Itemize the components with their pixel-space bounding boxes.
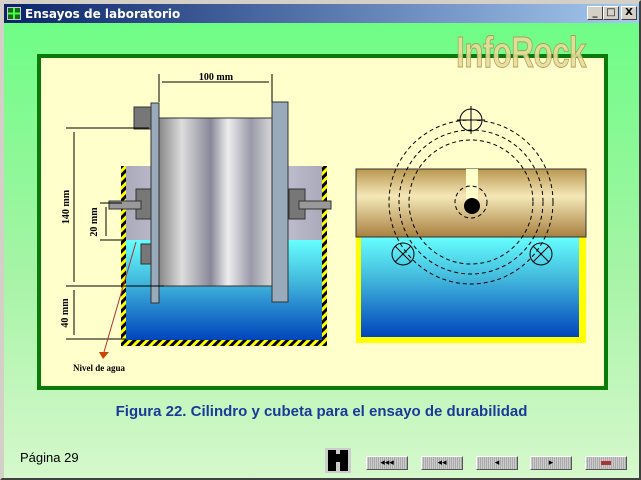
durability-test-diagram: 100 mm 140 mm 20 mm 40 mm Nivel de agua	[60, 72, 587, 373]
window-title: Ensayos de laboratorio	[25, 6, 181, 21]
depth-label: 40 mm	[60, 298, 71, 328]
app-icon	[7, 7, 21, 20]
figure-panel: 100 mm 140 mm 20 mm 40 mm Nivel de agua	[37, 54, 608, 390]
cylinder-side-view: 100 mm 140 mm 20 mm 40 mm Nivel de agua	[60, 72, 332, 373]
water-level-pointer	[103, 241, 137, 353]
exit-button[interactable]	[585, 456, 627, 470]
previous-page-button[interactable]: ◂	[476, 456, 518, 470]
content-area: 100 mm 140 mm 20 mm 40 mm Nivel de agua …	[4, 23, 639, 478]
exit-icon	[601, 460, 611, 465]
maximize-button[interactable]: □	[603, 6, 619, 20]
next-page-button[interactable]: ▸	[530, 456, 572, 470]
back-two-button[interactable]: ◂◂	[421, 456, 463, 470]
page-number: Página 29	[20, 450, 79, 465]
minimize-button[interactable]: _	[587, 6, 603, 20]
title-bar: Ensayos de laboratorio _ □ X	[4, 4, 639, 23]
figure-caption: Figura 22. Cilindro y cubeta para el ens…	[115, 403, 528, 420]
inforock-logo: InfoRock	[456, 28, 587, 78]
gap-label: 20 mm	[89, 207, 100, 237]
water-level-label: Nivel de agua	[73, 363, 126, 373]
binoculars-search-icon[interactable]	[325, 448, 351, 473]
cylinder-front-view	[355, 106, 587, 343]
close-button[interactable]: X	[621, 6, 637, 20]
first-page-button[interactable]: ◂◂◂	[366, 456, 408, 470]
width-label: 100 mm	[199, 72, 234, 83]
height-label: 140 mm	[61, 189, 72, 224]
